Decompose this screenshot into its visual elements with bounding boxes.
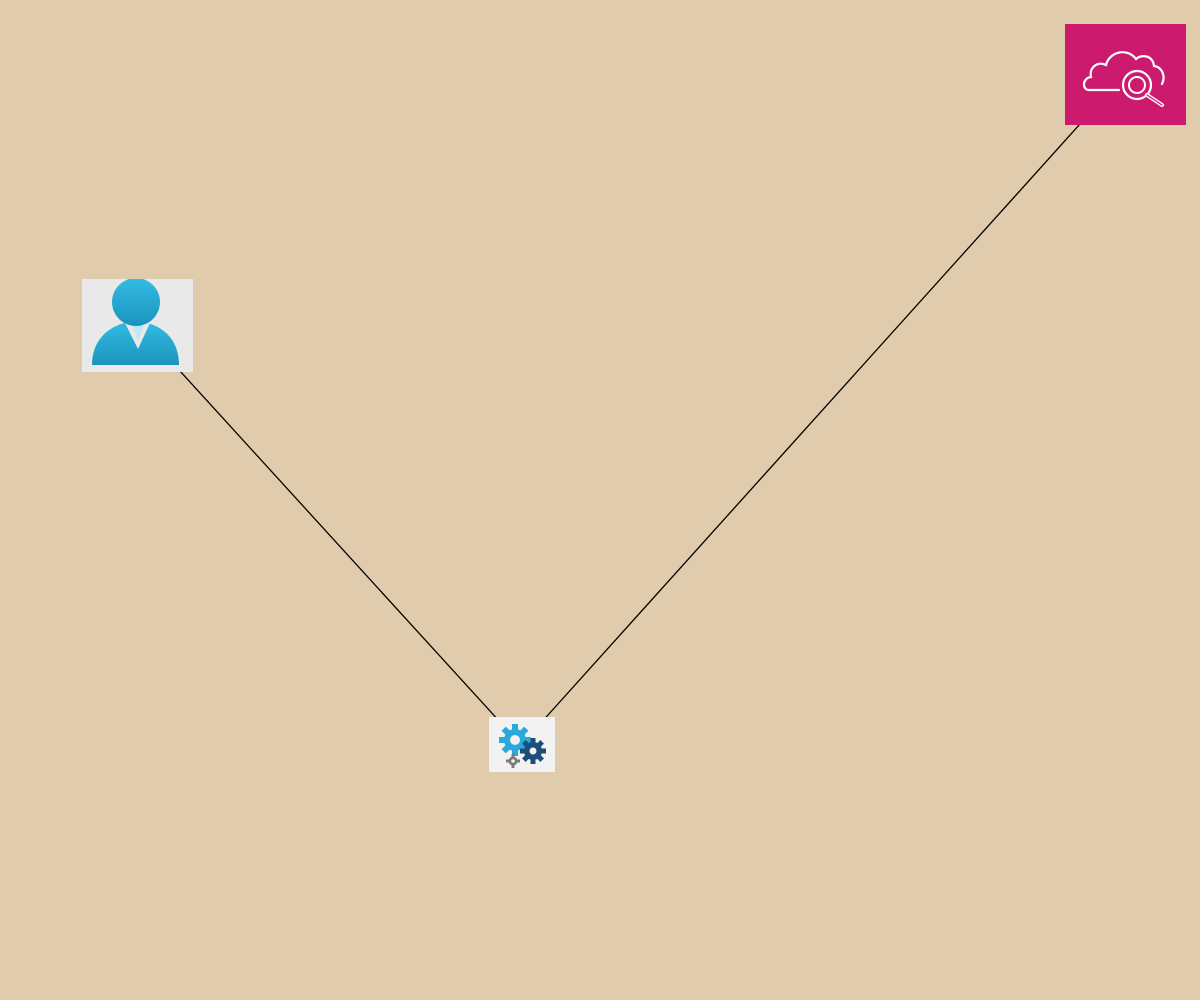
user-icon	[82, 279, 193, 372]
cloud-search-node[interactable]	[1065, 24, 1186, 125]
edge-user-to-gears	[137, 324, 522, 746]
edge-gears-to-cloud	[520, 73, 1126, 746]
gears-node[interactable]	[489, 717, 555, 772]
gears-icon	[489, 717, 555, 772]
user-node[interactable]	[82, 279, 193, 372]
cloud-search-icon	[1065, 24, 1186, 125]
